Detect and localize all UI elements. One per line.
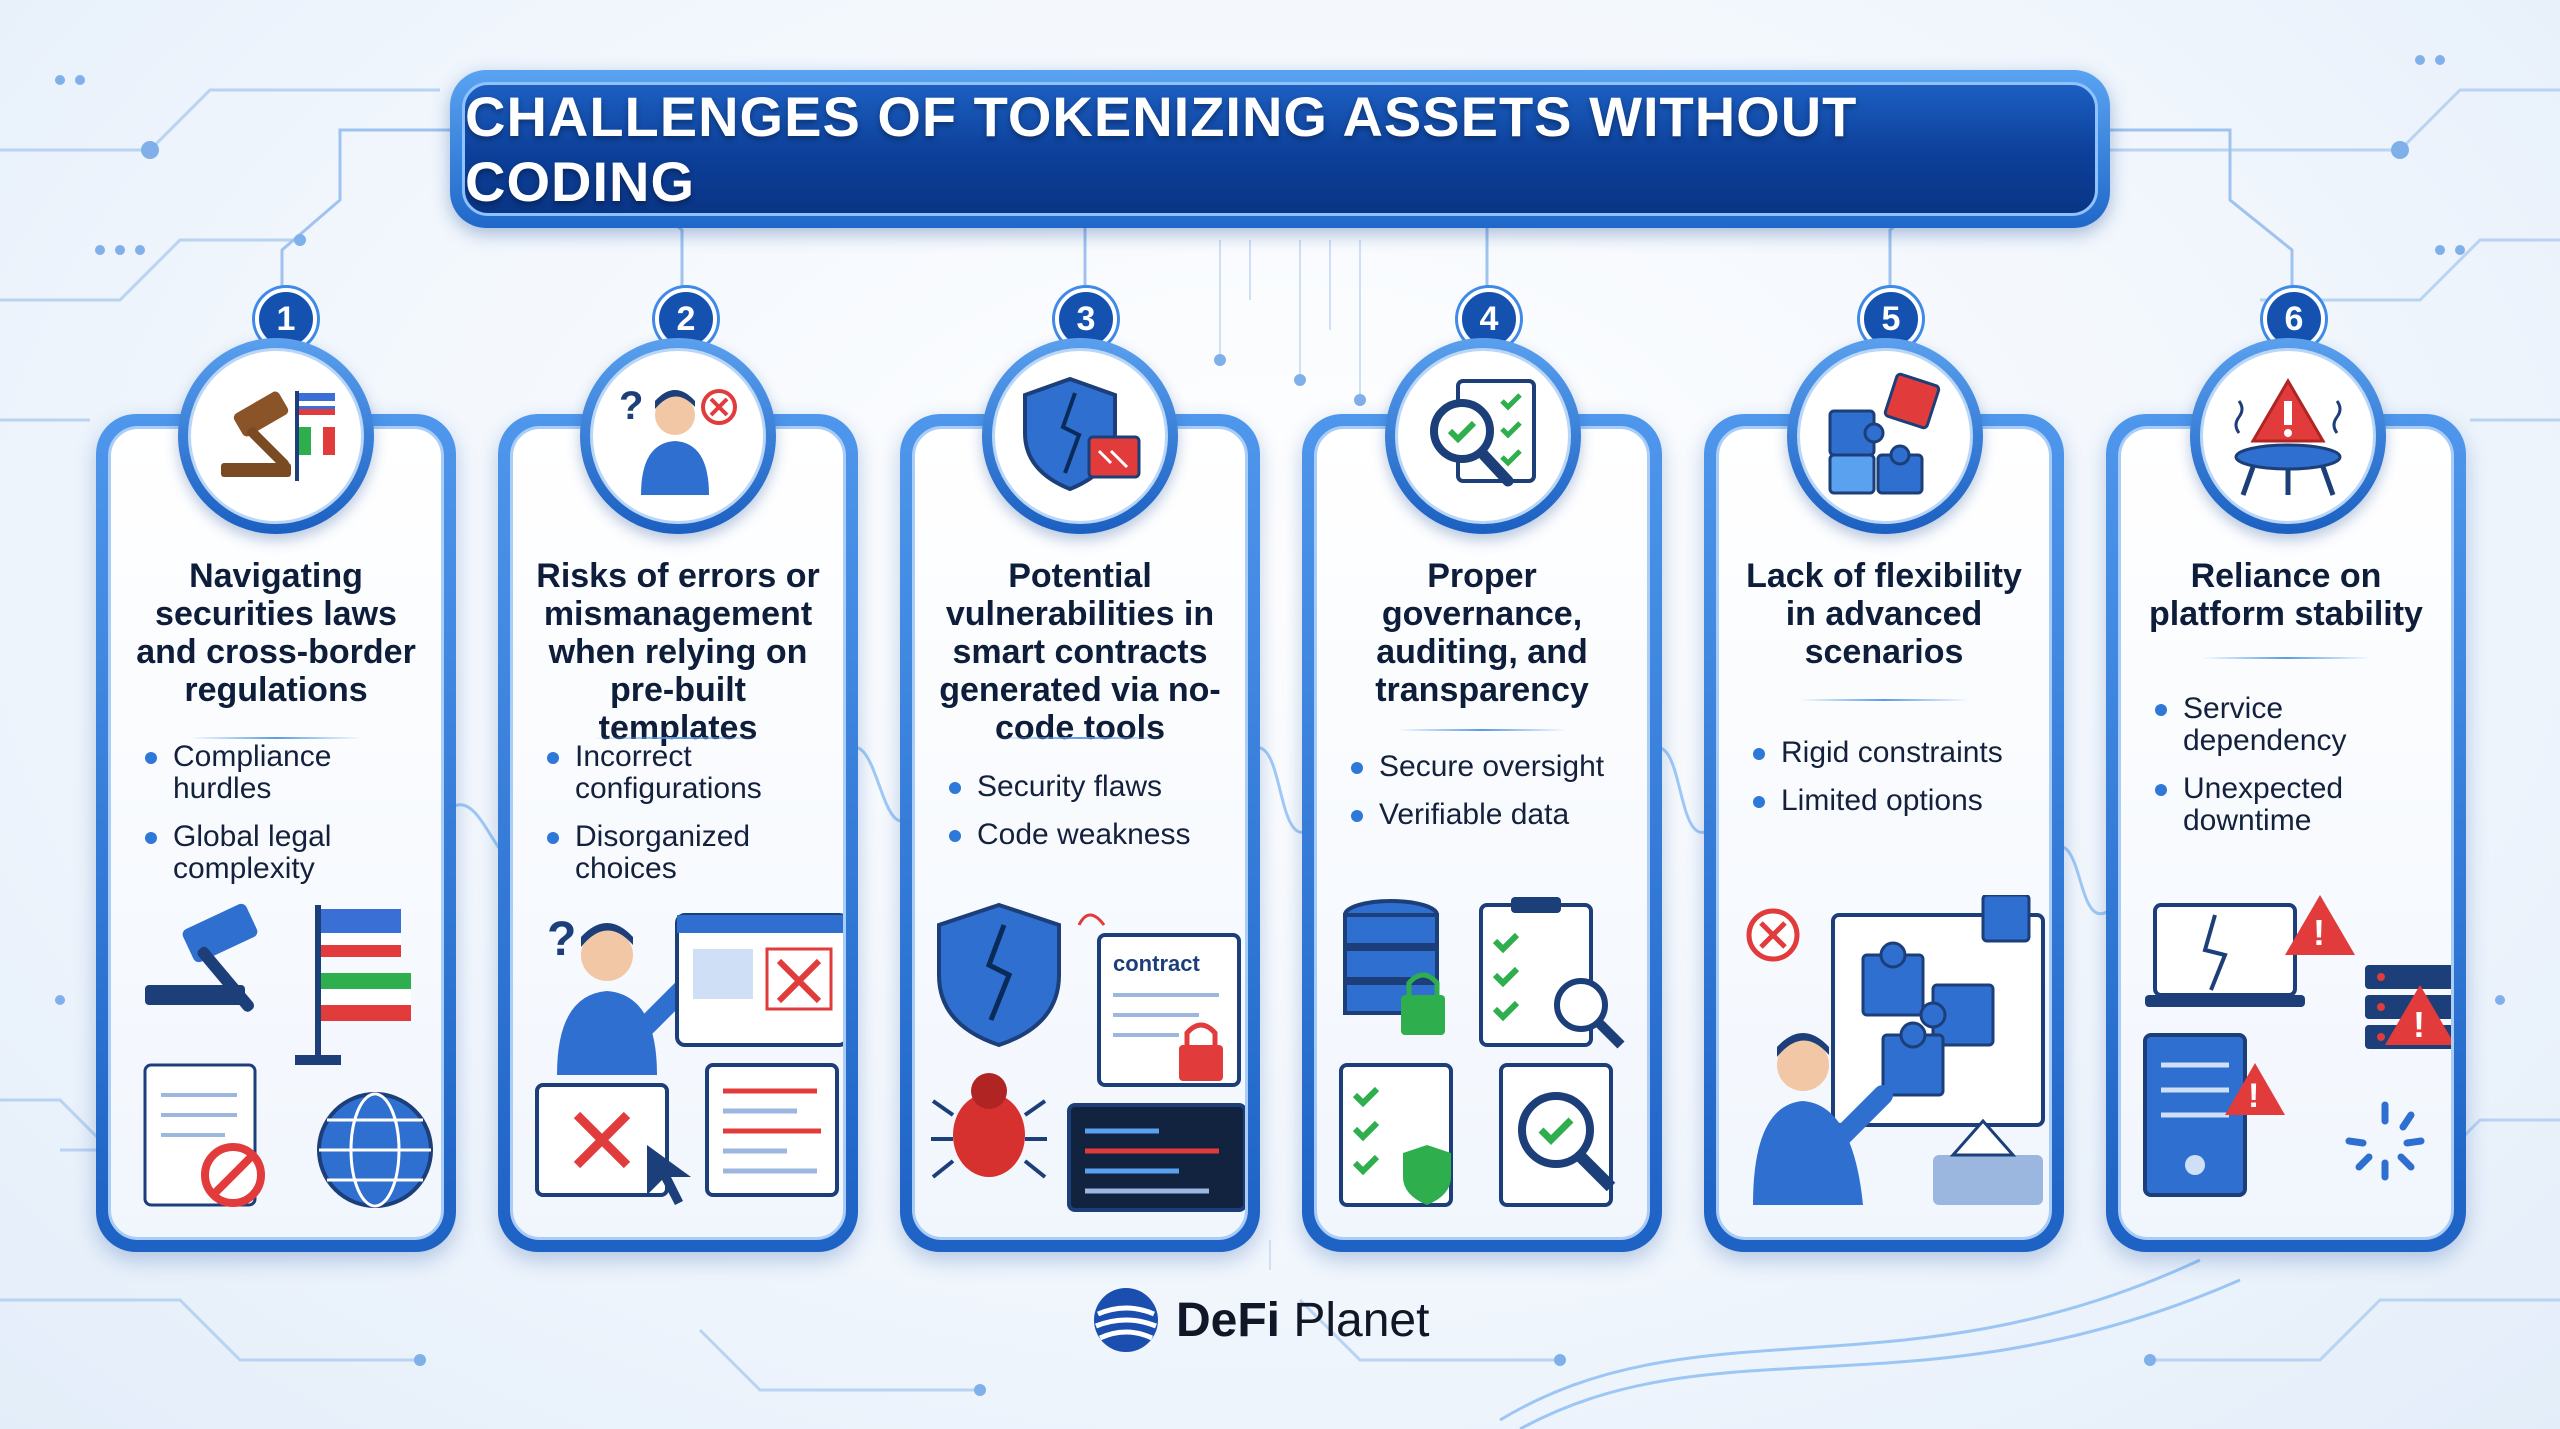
card-title: Proper governance, auditing, and transpa… (1375, 557, 1589, 709)
bullet-list: Security flaws Code weakness (943, 771, 1235, 867)
bullet-item: Security flaws (943, 771, 1235, 803)
card-title: Reliance on platform stability (2149, 557, 2423, 633)
person-puzzle-board-icon (1746, 895, 2045, 1205)
warning-platform-icon (2234, 378, 2342, 496)
card-title: Lack of flexibility in advanced scenario… (1746, 557, 2022, 671)
challenge-card-3: Potential vulnerabilities in smart contr… (900, 414, 1260, 1252)
svg-text:!: ! (2248, 1077, 2259, 1115)
icon-circle (178, 338, 374, 534)
bullet-item: Rigid constraints (1747, 737, 2039, 769)
brand-name-part2: Planet (1293, 1293, 1430, 1347)
cracked-shield-icon (1023, 376, 1141, 492)
server-warning-icon: ! ! ! (2143, 895, 2451, 1197)
brand-name-part1: DeFi (1176, 1293, 1281, 1347)
card-title: Potential vulnerabilities in smart contr… (939, 557, 1221, 747)
icon-circle (982, 338, 1178, 534)
bullet-list: Incorrect configurations Disorganized ch… (541, 741, 833, 901)
gavel-document-globe-icon (143, 903, 433, 1208)
card-title: Navigating securities laws and cross-bor… (136, 557, 416, 709)
bullet-list: Rigid constraints Limited options (1747, 737, 2039, 833)
puzzle-icon (1828, 372, 1941, 495)
defi-planet-logo-icon (1094, 1288, 1158, 1352)
challenge-card-1: Navigating securities laws and cross-bor… (96, 414, 456, 1252)
bullet-item: Compliance hurdles (139, 741, 431, 805)
confused-person-icon: ? (619, 384, 737, 495)
challenge-card-2: Risks of errors or mismanagement when re… (498, 414, 858, 1252)
gavel-flags-icon (221, 391, 335, 481)
challenge-card-6: Reliance on platform stability Service d… (2106, 414, 2466, 1252)
icon-circle: ? (580, 338, 776, 534)
shield-bug-contract-icon: contract (931, 902, 1245, 1212)
bullet-item: Global legal complexity (139, 821, 431, 885)
page-title: CHALLENGES OF TOKENIZING ASSETS WITHOUT … (465, 85, 1858, 213)
challenge-card-5: Lack of flexibility in advanced scenario… (1704, 414, 2064, 1252)
magnifier-checklist-icon (1430, 379, 1536, 487)
bullet-item: Incorrect configurations (541, 741, 833, 805)
bullet-item: Code weakness (943, 819, 1235, 851)
title-banner: CHALLENGES OF TOKENIZING ASSETS WITHOUT … (450, 70, 2110, 228)
bullet-list: Compliance hurdles Global legal complexi… (139, 741, 431, 901)
card-title: Risks of errors or mismanagement when re… (536, 557, 820, 747)
brand-logo: DeFi Planet (1090, 1280, 1429, 1360)
bullet-item: Disorganized choices (541, 821, 833, 885)
icon-circle (1385, 338, 1581, 534)
contract-label: contract (1113, 951, 1200, 976)
svg-text:?: ? (547, 913, 576, 966)
svg-text:!: ! (2413, 1004, 2425, 1045)
bullet-item: Limited options (1747, 785, 2039, 817)
database-checklist-icon (1339, 897, 1625, 1207)
svg-text:!: ! (2313, 912, 2325, 953)
person-template-error-icon: ? (535, 913, 843, 1205)
bullet-item: Secure oversight (1345, 751, 1637, 783)
bullet-list: Secure oversight Verifiable data (1345, 751, 1637, 847)
bullet-item: Unexpected downtime (2149, 773, 2441, 837)
bullet-item: Verifiable data (1345, 799, 1637, 831)
bullet-list: Service dependency Unexpected downtime (2149, 693, 2441, 853)
svg-text:?: ? (619, 384, 643, 428)
bullet-item: Service dependency (2149, 693, 2441, 757)
challenge-card-4: Proper governance, auditing, and transpa… (1302, 414, 1662, 1252)
icon-circle (1787, 338, 1983, 534)
icon-circle (2190, 338, 2386, 534)
